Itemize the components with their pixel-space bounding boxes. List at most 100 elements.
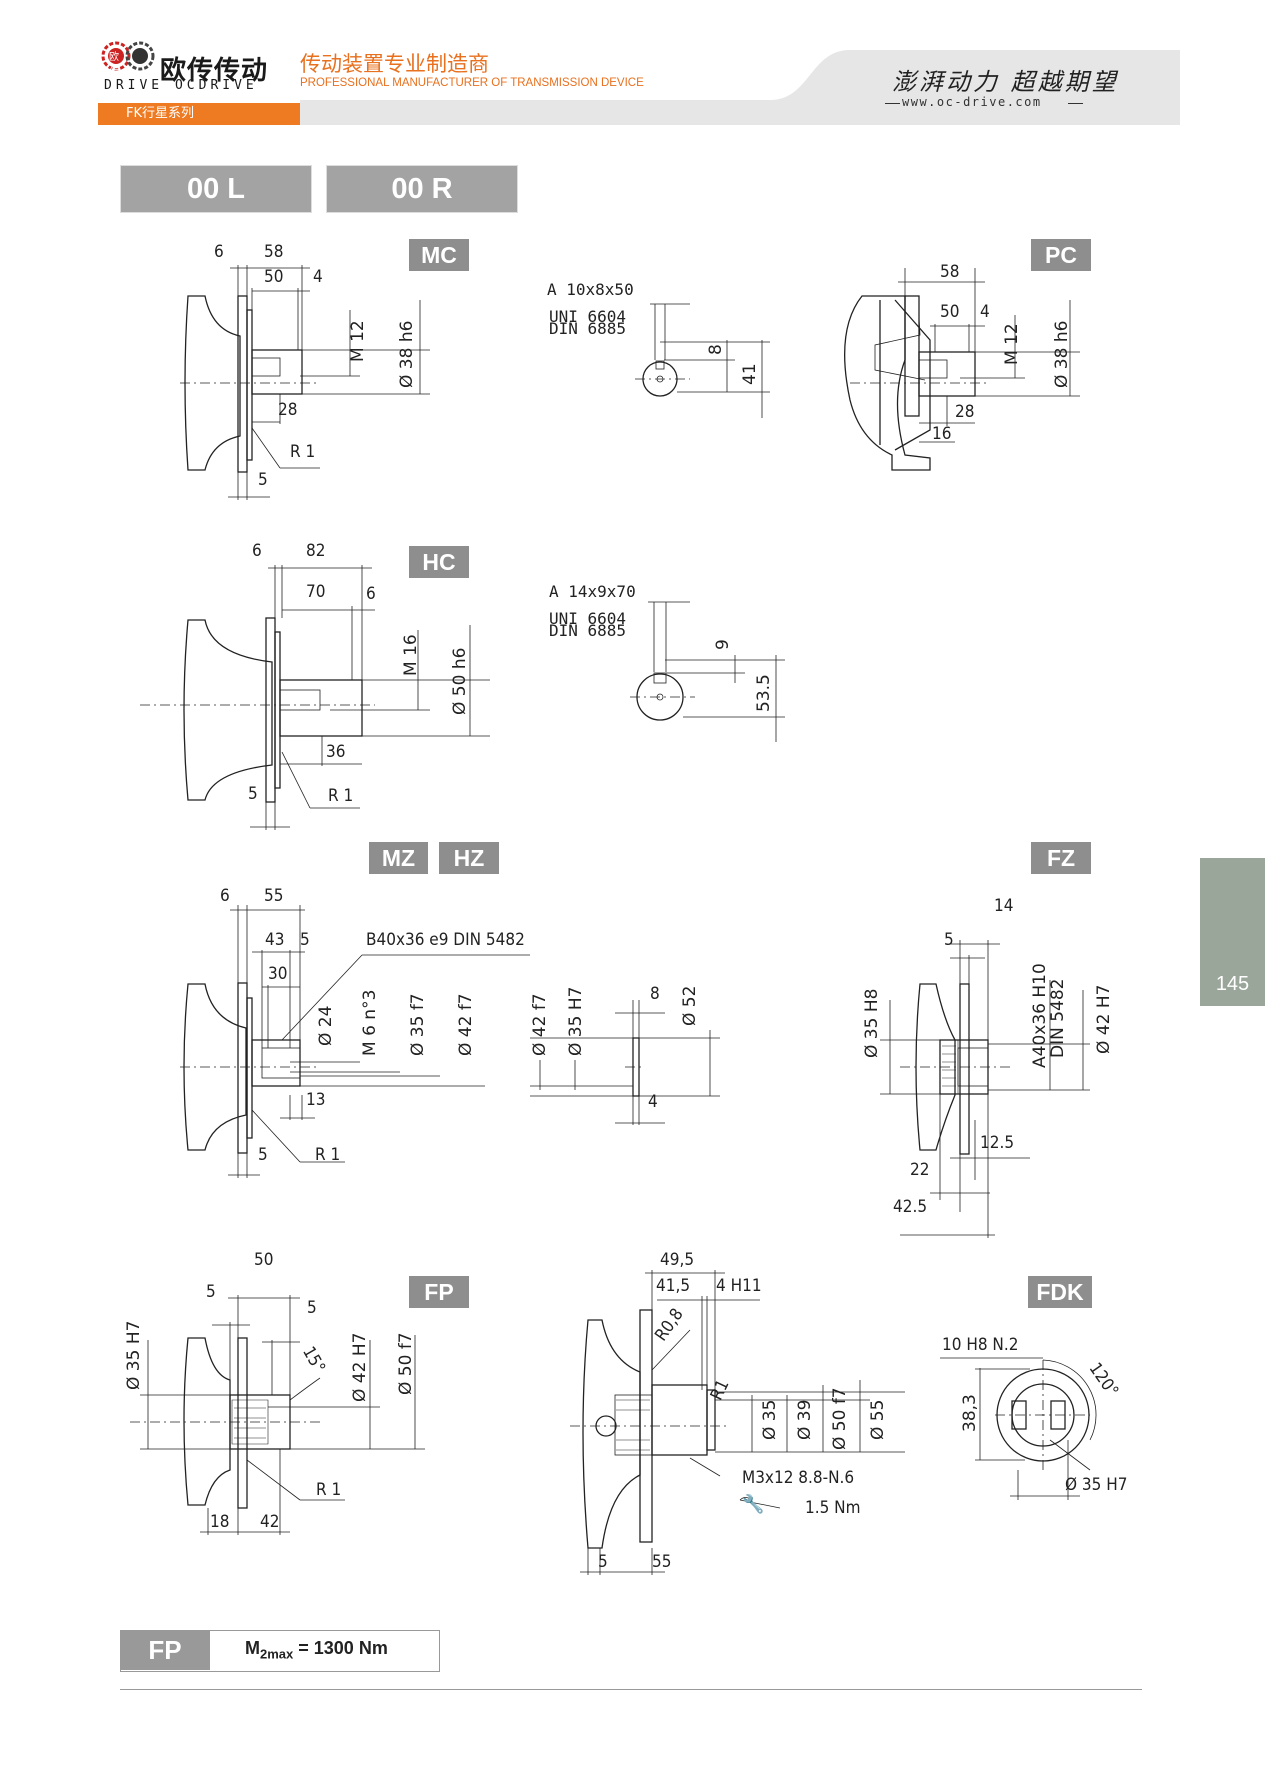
tagline-en: PROFESSIONAL MANUFACTURER OF TRANSMISSIO…: [300, 77, 644, 89]
mc-dim-m12: M 12: [348, 320, 368, 362]
fz-dim-22: 22: [910, 1160, 930, 1180]
hc-dim-6: 6: [252, 541, 262, 561]
pc-dim-d38: Ø 38 h6: [1052, 320, 1072, 388]
hc-dim-m16: M 16: [401, 634, 421, 676]
mz-dim-6: 6: [220, 886, 230, 906]
drawing-fz: [880, 940, 1090, 1238]
fz-dim-125: 12.5: [980, 1133, 1015, 1153]
hc-dim-6b: 6: [366, 584, 376, 604]
mc-dim-50: 50: [264, 267, 284, 287]
mc-dim-5: 5: [258, 470, 268, 490]
website-url[interactable]: www.oc-drive.com: [902, 95, 1042, 109]
mc-dim-58: 58: [264, 242, 284, 262]
mz-dim-d35: Ø 35 f7: [408, 993, 428, 1056]
key2-uni: UNI 6604: [549, 609, 627, 628]
mz-dim-d24: Ø 24: [316, 1005, 336, 1046]
url-rule-right: [1068, 103, 1083, 104]
mc-dim-4: 4: [313, 267, 323, 287]
mid-dim-495: 49,5: [660, 1250, 695, 1270]
hc-dim-5: 5: [248, 784, 258, 804]
mz-dim-m6: M 6 n°3: [360, 989, 380, 1056]
mid-dim-5: 5: [598, 1552, 608, 1572]
drawing-mid-assembly: [570, 1270, 905, 1575]
fz-dim-d42: Ø 42 H7: [1094, 984, 1114, 1054]
mz-spline: B40x36 e9 DIN 5482: [366, 930, 525, 950]
drawing-hc: [140, 565, 490, 830]
pc-dim-m12: M 12: [1002, 323, 1022, 365]
mz-dim-5: 5: [300, 930, 310, 950]
hc-dim-r1: R 1: [328, 786, 354, 806]
key1-spec: A 10x8x50: [547, 280, 634, 299]
key2-dim-535: 53.5: [754, 674, 774, 712]
label-fp: FP: [409, 1276, 469, 1308]
tagline-cn: 传动装置专业制造商: [300, 52, 489, 76]
label-mc: MC: [409, 239, 469, 271]
mz-dim-43: 43: [265, 930, 285, 950]
disc-dim-8: 8: [650, 984, 660, 1004]
fdk-dim-d35: Ø 35 H7: [1065, 1475, 1128, 1495]
drawing-disc: [530, 1000, 720, 1125]
variant-00l: 00 L: [120, 165, 312, 213]
hc-dim-d50: Ø 50 h6: [450, 647, 470, 715]
fp-dim-5: 5: [206, 1282, 216, 1302]
hc-dim-70: 70: [306, 582, 326, 602]
mz-dim-13: 13: [306, 1090, 326, 1110]
pc-dim-28: 28: [955, 402, 975, 422]
torque-value: = 1300 Nm: [298, 1638, 388, 1658]
mc-dim-d38: Ø 38 h6: [397, 320, 417, 388]
disc-dim-d52: Ø 52: [680, 985, 700, 1026]
pc-dim-16: 16: [932, 424, 952, 444]
brand-name-cn: 欧传传动: [160, 56, 269, 86]
torque-subscript: 2max: [260, 1646, 294, 1662]
drawing-mz: [180, 905, 530, 1178]
fz-spline: A40x36 H10: [1030, 963, 1050, 1068]
mz-dim-d42: Ø 42 f7: [456, 993, 476, 1056]
fz-din: DIN 5482: [1048, 978, 1068, 1059]
drawing-pc: [843, 268, 1080, 471]
fdk-dim-383: 38,3: [960, 1394, 980, 1432]
label-hc: HC: [409, 546, 469, 578]
disc-dim-d42: Ø 42 f7: [530, 993, 550, 1056]
torque-rating-value: M2max = 1300 Nm: [245, 1638, 388, 1662]
mc-dim-6: 6: [214, 242, 224, 262]
series-tab: FK行星系列: [98, 103, 300, 125]
fp-dim-42: 42: [260, 1512, 280, 1532]
fp-dim-d35: Ø 35 H7: [124, 1320, 144, 1390]
fz-dim-d35: Ø 35 H8: [862, 988, 882, 1058]
pc-dim-50: 50: [940, 302, 960, 322]
footer-rule: [120, 1689, 1142, 1690]
mz-dim-r1: R 1: [315, 1145, 341, 1165]
brand-name-en: DRIVE OCDRIVE: [104, 78, 258, 93]
fp-dim-r1: R 1: [316, 1480, 342, 1500]
page-number-tab: 145: [1200, 858, 1265, 1006]
key1-din: DIN 6885: [549, 319, 627, 338]
mid-dim-4h11: 4 H11: [716, 1276, 762, 1296]
disc-dim-d35: Ø 35 H7: [566, 986, 586, 1056]
key1-dim-8: 8: [706, 344, 726, 355]
drawing-key2: [630, 601, 785, 742]
hc-dim-36: 36: [326, 742, 346, 762]
label-hz: HZ: [439, 842, 499, 874]
fp-dim-d42: Ø 42 H7: [350, 1332, 370, 1402]
mid-torque: 1.5 Nm: [805, 1498, 861, 1518]
drawing-key1: [635, 303, 770, 418]
key2-spec: A 14x9x70: [549, 582, 636, 601]
label-fz: FZ: [1031, 842, 1091, 874]
key1-uni: UNI 6604: [549, 307, 627, 326]
key2-dim-9: 9: [713, 639, 733, 650]
wrench-icon: 🔧: [742, 1494, 765, 1514]
label-fdk: FDK: [1028, 1276, 1092, 1308]
fz-dim-425: 42.5: [893, 1197, 928, 1217]
key2-din: DIN 6885: [549, 621, 627, 640]
mid-screw: M3x12 8.8-N.6: [742, 1468, 855, 1488]
fdk-key: 10 H8 N.2: [942, 1335, 1019, 1355]
fp-dim-50: 50: [254, 1250, 274, 1270]
key1-dim-41: 41: [740, 363, 760, 385]
mid-dim-55: 55: [652, 1552, 672, 1572]
label-pc: PC: [1031, 239, 1091, 271]
torque-rating-label: FP: [120, 1630, 210, 1670]
variant-00r: 00 R: [326, 165, 518, 213]
slogan: 澎湃动力 超越期望: [892, 68, 1119, 96]
mid-dim-d39: Ø 39: [795, 1399, 815, 1440]
pc-dim-4: 4: [980, 302, 990, 322]
